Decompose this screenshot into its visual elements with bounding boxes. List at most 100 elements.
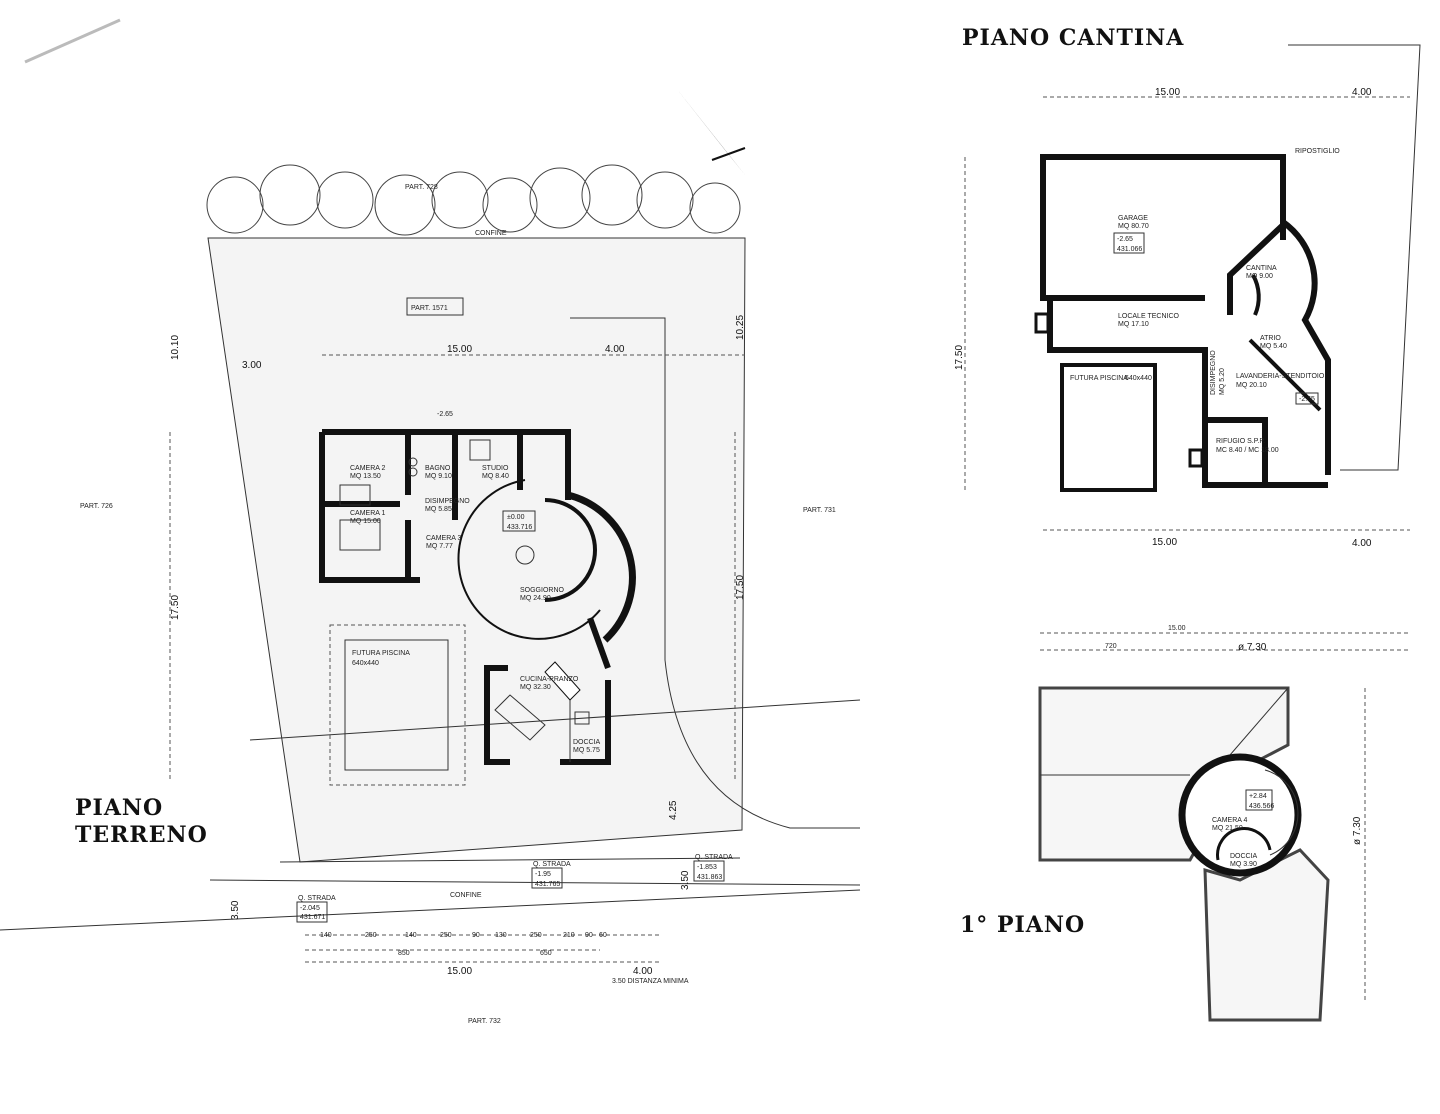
svg-text:140: 140	[405, 932, 417, 939]
dim-label: 4.00	[633, 966, 653, 977]
room-area: MQ 15.00	[350, 518, 381, 525]
dim-label: 4.00	[605, 344, 625, 355]
level-absolute: 436.566	[1249, 803, 1274, 810]
furniture	[339, 439, 590, 741]
svg-text:-2.045: -2.045	[300, 905, 320, 912]
dim-note: 3.50 DISTANZA MINIMA	[612, 978, 689, 985]
room-area: MQ 7.77	[426, 543, 453, 550]
north-arrow-icon	[676, 88, 746, 175]
room-label: CAMERA 1	[350, 510, 386, 517]
dim-label: 3.50	[230, 900, 241, 920]
dim-label: 15.00	[447, 344, 472, 355]
plan-title: 1° PIANO	[960, 912, 1085, 938]
pool-label: FUTURA PISCINA	[1070, 375, 1128, 382]
svg-text:60: 60	[599, 932, 607, 939]
room-area: MQ 5.85	[425, 506, 452, 513]
spiral-stair	[1264, 769, 1299, 856]
dim-label: ø 7.30	[1352, 816, 1363, 845]
dim-label: 3.50	[680, 870, 691, 890]
pool-size: 640x440	[1125, 375, 1152, 382]
room-area: MQ 3.90	[1230, 861, 1257, 868]
dim-label: 650	[540, 950, 552, 957]
roof-hip	[1229, 687, 1289, 756]
dim-label: 4.00	[1352, 538, 1372, 549]
svg-text:210: 210	[563, 932, 575, 939]
svg-text:250: 250	[440, 932, 452, 939]
svg-text:-1.95: -1.95	[535, 871, 551, 878]
level-box	[1245, 789, 1273, 811]
dim-label: 15.00	[447, 966, 472, 977]
svg-text:CONFINE: CONFINE	[450, 892, 482, 899]
room-label: LAVANDERIA-STENDITOIO	[1236, 373, 1325, 380]
dimension-lines	[169, 354, 745, 963]
pool-size: 640x440	[352, 660, 379, 667]
elevation-label: -2.65	[1299, 396, 1315, 403]
room-label: CAMERA 4	[1212, 817, 1248, 824]
level-relative: ±0.00	[507, 514, 525, 521]
future-pool	[344, 639, 449, 771]
dim-label: 3.00	[242, 360, 262, 371]
basement-plan: PIANO CANTINA GARAGE MQ 80.70 -2.65 431.…	[954, 25, 1421, 549]
dim-label: 4.25	[668, 800, 679, 820]
svg-text:-1.853: -1.853	[697, 864, 717, 871]
road-edge-bottom	[0, 889, 861, 931]
svg-text:130: 130	[495, 932, 507, 939]
room-label: DOCCIA	[1230, 853, 1258, 860]
dim-label: 17.50	[170, 595, 181, 620]
shower-wall	[1216, 827, 1272, 861]
room-area: MQ 13.50	[350, 473, 381, 480]
dimension-lines	[964, 96, 1410, 531]
svg-text:250: 250	[365, 932, 377, 939]
room-label: CANTINA	[1246, 265, 1277, 272]
dim-label: 15.00	[1168, 625, 1186, 632]
lot-boundary	[207, 237, 746, 863]
dim-label: 720	[1105, 643, 1117, 650]
level-absolute: 431.066	[1117, 246, 1142, 253]
room-label: DOCCIA	[573, 739, 601, 746]
level-box	[502, 510, 536, 532]
tree-row	[206, 164, 741, 236]
room-area: MC 8.40 / MC 18.00	[1216, 447, 1279, 454]
level-box	[1113, 232, 1145, 254]
ramp-curve	[664, 659, 860, 829]
room-label: DISIMPEGNO	[425, 498, 470, 505]
room-area: MQ 5.75	[573, 747, 600, 754]
room-area: MQ 9.00	[1246, 273, 1273, 280]
room-label: DISIMPEGNO	[1210, 350, 1217, 395]
room-label: ATRIO	[1260, 335, 1281, 342]
lot-garden	[208, 238, 745, 862]
plan-title: TERRENO	[75, 822, 208, 848]
basement-walls	[1040, 154, 1331, 488]
room-label: BAGNO	[425, 465, 451, 472]
room-area: MQ 24.90	[520, 595, 551, 602]
scan-mark	[24, 18, 121, 64]
vent-shaft	[1188, 448, 1204, 468]
column-marker	[515, 545, 535, 565]
svg-text:140: 140	[320, 932, 332, 939]
svg-text:CONFINE: CONFINE	[475, 230, 507, 237]
level-absolute: 433.716	[507, 524, 532, 531]
svg-text:90: 90	[585, 932, 593, 939]
room-area: MQ 9.10	[425, 473, 452, 480]
future-pool	[1060, 363, 1157, 492]
parcel-label-west: PART. 726	[80, 503, 113, 510]
svg-text:431.863: 431.863	[697, 874, 722, 881]
plan-title: PIANO	[75, 795, 163, 821]
level-box	[1295, 392, 1319, 405]
dim-label: 17.50	[954, 345, 965, 370]
plan-title: PIANO CANTINA	[962, 25, 1184, 51]
room-label: RIPOSTIGLIO	[1295, 148, 1340, 155]
road-level-boxes: Q. STRADA -2.045 431.671 Q. STRADA -1.95…	[296, 230, 733, 923]
dim-label: 15.00	[1155, 87, 1180, 98]
dining-table	[494, 694, 546, 741]
parcel-label-east: PART. 731	[803, 507, 836, 514]
room-label: CAMERA 2	[350, 465, 386, 472]
level-relative: -2.65	[1117, 236, 1133, 243]
room-area: MQ 80.70	[1118, 223, 1149, 230]
svg-text:Q. STRADA: Q. STRADA	[695, 854, 733, 861]
room-area: MQ 21.50	[1212, 825, 1243, 832]
room-area: MQ 20.10	[1236, 382, 1267, 389]
house-walls	[319, 429, 636, 765]
room-label: SOGGIORNO	[520, 587, 565, 594]
room-label: LOCALE TECNICO	[1118, 313, 1179, 320]
